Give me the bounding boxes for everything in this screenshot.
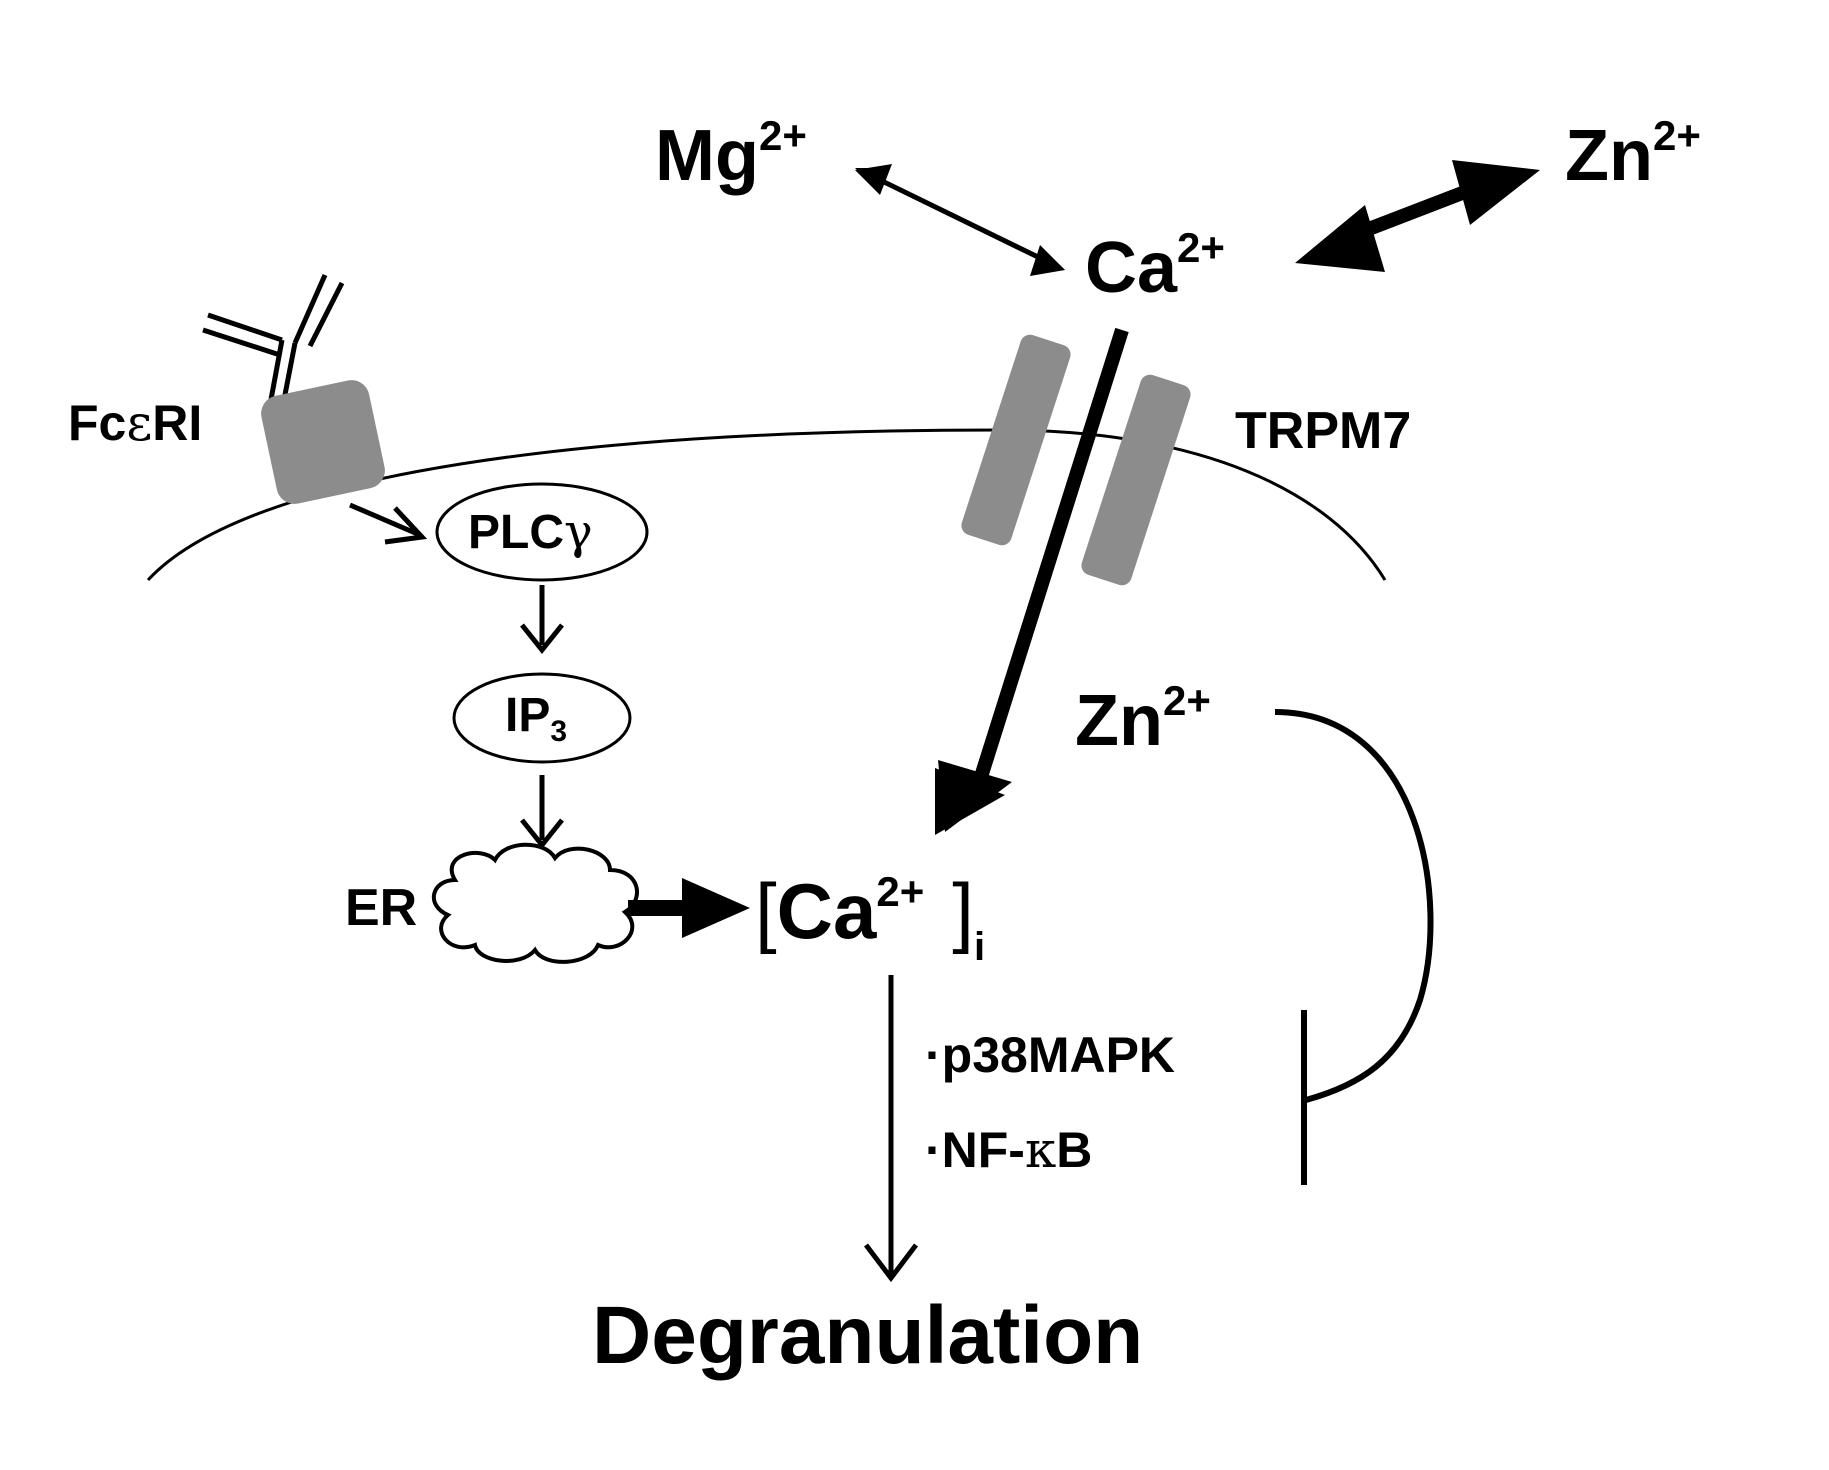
calcium-degranulation-arrow: [864, 975, 918, 1283]
plc-ip3-arrow: [520, 585, 564, 655]
p38mapk-label: ·p38MAPK: [925, 1027, 1176, 1083]
trpm7-subunit-left: [961, 334, 1071, 546]
cell-membrane: [146, 428, 1387, 582]
ca-extracellular-label: Ca2+: [1085, 224, 1225, 308]
fceri-receptor: [261, 380, 385, 504]
mg-ion-label: Mg2+: [655, 112, 807, 196]
zn-ca-exchange-arrow: [1295, 160, 1540, 272]
ip3-node: [452, 672, 632, 764]
plc-gamma-label: PLCγ: [468, 504, 593, 560]
calcium-influx-arrow: [935, 327, 1129, 835]
mg-ca-exchange-arrow: [855, 164, 1065, 276]
antibody-icon: [202, 273, 345, 406]
fceri-label: FcεRI: [68, 394, 203, 452]
zinc-inhibition-connector: [1274, 709, 1434, 1185]
degranulation-label: Degranulation: [592, 1290, 1144, 1381]
zn-extracellular-label: Zn2+: [1565, 112, 1701, 196]
nfkb-label: ·NF-κB: [925, 1121, 1093, 1179]
plc-gamma-node: [435, 482, 649, 582]
zn-intracellular-label: Zn2+: [1075, 677, 1211, 761]
er-cloud-icon: [431, 842, 639, 964]
receptor-plc-arrow: [349, 502, 428, 545]
trpm7-label: TRPM7: [1235, 402, 1412, 460]
ip3-label: IP3: [505, 689, 568, 748]
trpm7-subunit-right: [1081, 374, 1191, 586]
ip3-er-arrow: [520, 775, 564, 850]
er-label: ER: [345, 879, 418, 937]
intracellular-calcium-label: [Ca2+]i: [755, 867, 986, 969]
er-calcium-arrow: [628, 878, 750, 938]
